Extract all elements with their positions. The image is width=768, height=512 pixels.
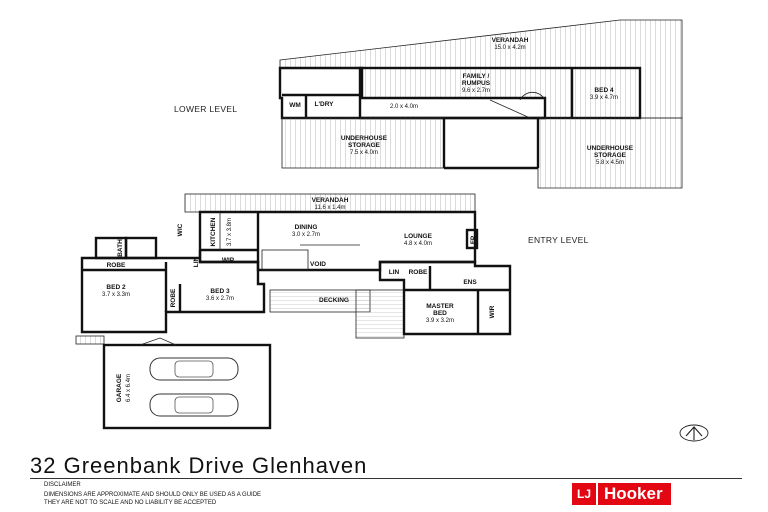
bed4-name: BED 4 <box>594 87 614 94</box>
void-stair <box>261 249 309 271</box>
master-name-2: BED <box>433 310 447 317</box>
family-name-2: RUMPUS <box>462 80 491 87</box>
bed4-size: 3.9 x 4.7m <box>590 95 618 101</box>
wir-label: WIR <box>489 305 496 318</box>
lower-door-swing <box>519 91 546 101</box>
bed-wing-walls <box>80 250 266 334</box>
verandah-lower-size: 15.0 x 4.2m <box>494 45 525 51</box>
disclaimer-line-2: THEY ARE NOT TO SCALE AND NO LIABILITY B… <box>44 500 217 506</box>
garage-size: 6.4 x 6.4m <box>126 374 132 402</box>
bath-label: BATH <box>117 239 124 257</box>
wip-label: WIP <box>222 257 235 264</box>
robe-master-label: ROBE <box>409 269 428 276</box>
bed2-size: 3.7 x 3.3m <box>102 292 130 298</box>
entry-level-label: ENTRY LEVEL <box>528 235 589 245</box>
lower-level: LOWER LEVEL VERANDAH 15.0 x 4.2m FAMILY … <box>174 19 683 189</box>
underhouse-left-name-2: STORAGE <box>348 142 381 149</box>
garage-door-swing <box>139 337 177 346</box>
lower-level-label: LOWER LEVEL <box>174 104 237 114</box>
fireplace <box>465 228 479 250</box>
underhouse-right-name-1: UNDERHOUSE <box>587 145 634 152</box>
lin-label: LIN <box>193 256 200 267</box>
footer-divider <box>30 478 742 479</box>
robe-label: ROBE <box>107 262 126 269</box>
car-icon <box>149 357 239 381</box>
disclaimer-heading: DISCLAIMER <box>44 482 81 488</box>
wm-label: WM <box>289 102 301 109</box>
garage-walls <box>102 343 272 430</box>
entry-steps <box>355 289 405 339</box>
wic-label: WIC <box>177 223 184 236</box>
bed3-name: BED 3 <box>210 288 230 295</box>
logo-name: Hooker <box>598 483 671 505</box>
lounge-size: 4.8 x 4.0m <box>404 241 432 247</box>
bath-area <box>124 236 158 260</box>
bed3-size: 3.6 x 2.7m <box>206 296 234 302</box>
verandah-entry-name: VERANDAH <box>312 197 349 204</box>
ldry-size: 2.0 x 4.0m <box>390 104 418 110</box>
decking-label: DECKING <box>319 297 349 304</box>
ens-label: ENS <box>463 279 477 286</box>
underhouse-left-name-1: UNDERHOUSE <box>341 135 388 142</box>
verandah-lower-name: VERANDAH <box>492 37 529 44</box>
disclaimer-line-1: DIMENSIONS ARE APPROXIMATE AND SHOULD ON… <box>44 492 262 498</box>
ldry-label: L'DRY <box>315 101 335 108</box>
underhouse-right-size: 5.8 x 4.5m <box>596 160 624 166</box>
lower-rooms-block <box>358 66 642 120</box>
family-name-1: FAMILY / <box>463 73 490 80</box>
property-address: 32 Greenbank Drive Glenhaven <box>30 453 368 478</box>
robe3-label: ROBE <box>170 288 177 307</box>
garage: GARAGE 6.4 x 6.4m <box>75 335 272 430</box>
entry-level: ENTRY LEVEL VERANDAH 11.6 x 1.4m DINING … <box>80 193 589 339</box>
dining-name: DINING <box>295 224 318 231</box>
family-size: 9.6 x 2.7m <box>462 88 490 94</box>
lower-stair <box>489 99 531 119</box>
master-wing-walls <box>378 260 512 336</box>
garage-path <box>75 335 105 345</box>
kitchen-size: 3.7 x 3.8m <box>227 218 233 246</box>
void-label: VOID <box>310 261 326 268</box>
underhouse-right-name-2: STORAGE <box>594 152 627 159</box>
dining-size: 3.0 x 2.7m <box>292 232 320 238</box>
verandah-entry-size: 11.6 x 1.4m <box>315 205 346 211</box>
garage-name: GARAGE <box>116 373 123 402</box>
lounge-name: LOUNGE <box>404 233 432 240</box>
underhouse-left-size: 7.5 x 4.0m <box>350 150 378 156</box>
fp-label: FP <box>470 235 477 244</box>
car-icon <box>149 393 239 417</box>
kitchen-name: KITCHEN <box>210 217 217 246</box>
agency-logo: LJ Hooker <box>572 483 671 505</box>
north-arrow-icon <box>679 424 709 442</box>
bed2-name: BED 2 <box>106 284 126 291</box>
lin2-label: LIN <box>389 269 400 276</box>
master-size: 3.9 x 3.2m <box>426 318 454 324</box>
logo-mark: LJ <box>572 483 596 505</box>
underhouse-storage-left <box>281 117 445 169</box>
master-name-1: MASTER <box>426 303 454 310</box>
